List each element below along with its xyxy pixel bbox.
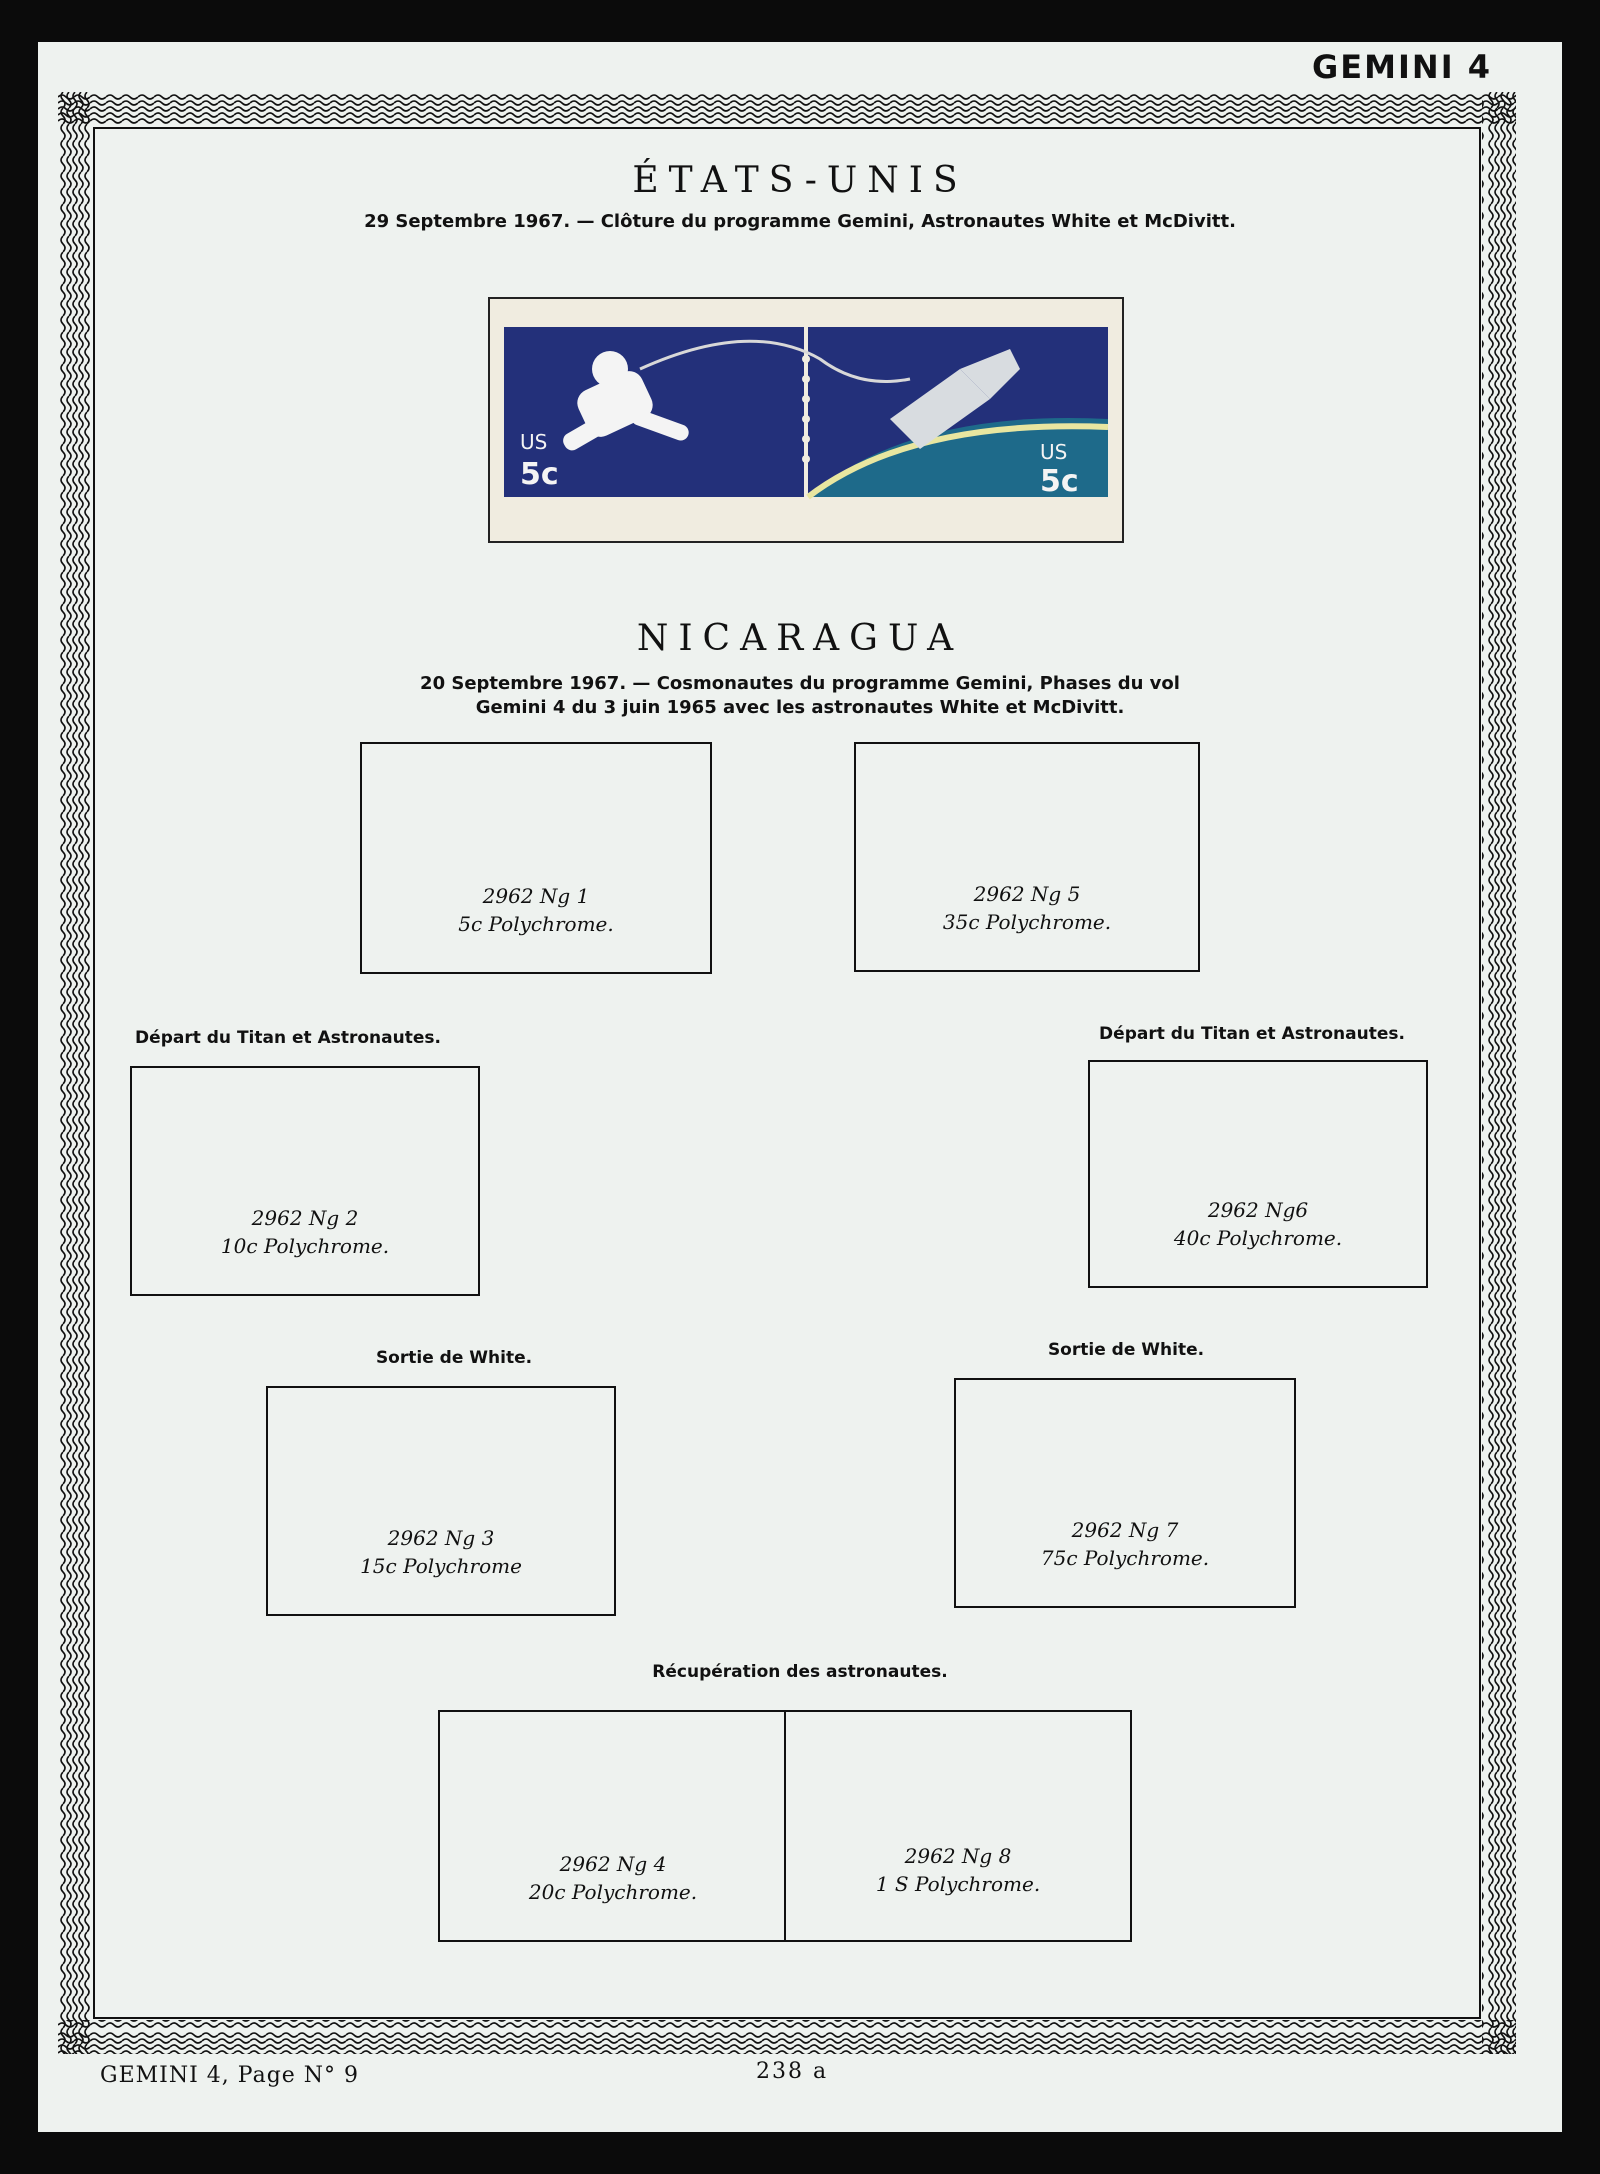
left-stamp-value: 5c — [520, 457, 559, 492]
stamp-desc: 35c Polychrome. — [942, 910, 1112, 934]
stamp-code: 2962 Ng 5 — [973, 882, 1081, 906]
label-sortie-right: Sortie de White. — [1047, 1340, 1205, 1360]
stamp-code: 2962 Ng 8 — [904, 1844, 1012, 1868]
stamp-box-ng1: 2962 Ng 1 5c Polychrome. — [360, 742, 712, 974]
footer-page-number: 238 a — [756, 2059, 829, 2084]
stamp-box-ng7: 2962 Ng 7 75c Polychrome. — [954, 1378, 1296, 1608]
wavy-border-icon — [58, 92, 1516, 2054]
stamp-code: 2962 Ng 4 — [559, 1852, 667, 1876]
stamp-code: 2962 Ng6 — [1207, 1198, 1309, 1222]
decorative-frame — [58, 92, 1516, 2054]
label-recuperation: Récupération des astronautes. — [652, 1662, 948, 1682]
nicaragua-title: NICARAGUA — [636, 618, 964, 659]
etats-unis-caption: 29 Septembre 1967. — Clôture du programm… — [364, 211, 1236, 232]
stamp-desc: 40c Polychrome. — [1173, 1226, 1343, 1250]
nicaragua-caption-line1: 20 Septembre 1967. — Cosmonautes du prog… — [420, 673, 1180, 694]
stamp-box-ng6: 2962 Ng6 40c Polychrome. — [1088, 1060, 1428, 1288]
stamp-desc: 10c Polychrome. — [220, 1234, 390, 1258]
stamp-code: 2962 Ng 3 — [387, 1526, 495, 1550]
stamp-desc: 15c Polychrome — [360, 1554, 522, 1578]
stamp-desc: 5c Polychrome. — [458, 912, 614, 936]
right-stamp-country: US — [1040, 440, 1067, 464]
stamp-desc: 20c Polychrome. — [528, 1880, 698, 1904]
etats-unis-title: ÉTATS-UNIS — [632, 160, 968, 201]
stamp-code: 2962 Ng 1 — [482, 884, 590, 908]
stamp-desc: 75c Polychrome. — [1040, 1546, 1210, 1570]
stamp-image-icon: US 5c US 5c — [504, 327, 1109, 500]
stamp-box-ng4: 2962 Ng 4 20c Polychrome. — [438, 1710, 788, 1942]
nicaragua-caption-line2: Gemini 4 du 3 juin 1965 avec les astrona… — [475, 697, 1125, 718]
stamp-desc: 1 S Polychrome. — [875, 1872, 1041, 1896]
stamp-code: 2962 Ng 2 — [251, 1206, 359, 1230]
page-header: GEMINI 4 — [1312, 48, 1492, 86]
stamp-code: 2962 Ng 7 — [1071, 1518, 1179, 1542]
album-page: GEMINI 4 ÉTATS-UNIS 29 Septembre 1967. —… — [38, 42, 1562, 2132]
footer-page-ref: GEMINI 4, Page N° 9 — [100, 2063, 360, 2088]
stamp-box-ng2: 2962 Ng 2 10c Polychrome. — [130, 1066, 480, 1296]
left-stamp-country: US — [520, 430, 547, 454]
stamp-box-ng3: 2962 Ng 3 15c Polychrome — [266, 1386, 616, 1616]
label-depart-left: Départ du Titan et Astronautes. — [135, 1028, 441, 1048]
us-gemini-stamp-pair: US 5c US 5c — [488, 297, 1124, 543]
stamp-box-ng5: 2962 Ng 5 35c Polychrome. — [854, 742, 1200, 972]
label-sortie-left: Sortie de White. — [375, 1348, 533, 1368]
right-stamp-value: 5c — [1040, 464, 1079, 499]
stamp-box-ng8: 2962 Ng 8 1 S Polychrome. — [784, 1710, 1132, 1942]
label-depart-right: Départ du Titan et Astronautes. — [1099, 1024, 1405, 1044]
